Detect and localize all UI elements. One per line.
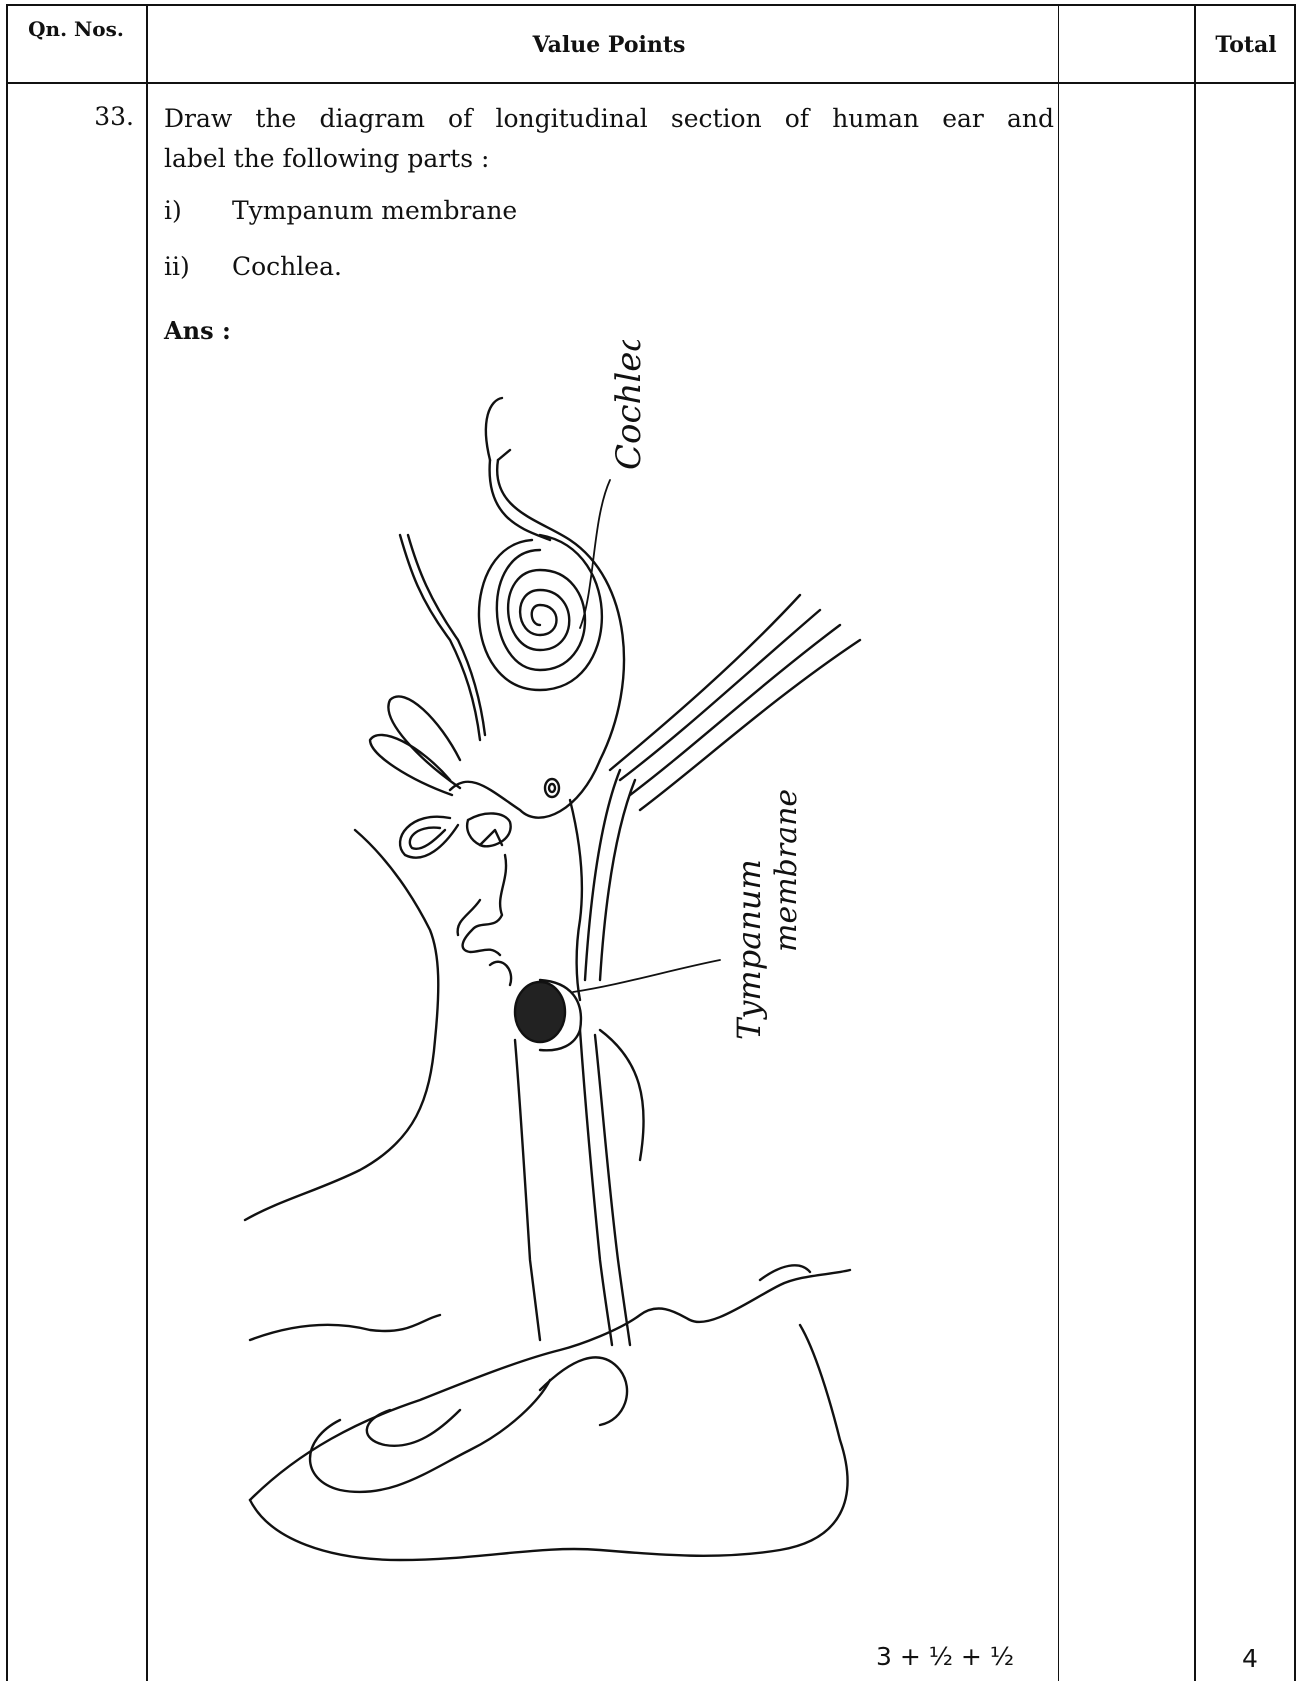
answer-label: Ans : <box>164 316 231 345</box>
total-column-divider <box>1194 4 1196 1681</box>
table-left-border <box>6 4 8 1681</box>
table-right-border <box>1294 4 1296 1681</box>
item-roman: ii) <box>164 252 190 281</box>
marks-breakdown: 3 + ½ + ½ <box>876 1642 1014 1671</box>
header-bottom-border <box>6 82 1296 84</box>
list-item: ii) Cochlea. <box>164 252 864 286</box>
total-marks: 4 <box>1196 1644 1304 1673</box>
qn-column-divider <box>146 4 148 1681</box>
tympanum-label: Tympanum <box>730 859 768 1040</box>
list-item: i) Tympanum membrane <box>164 196 864 230</box>
ear-lobe <box>250 1315 440 1340</box>
ear-diagram: Cochlea Tympanum membrane <box>240 340 960 1590</box>
total-header: Total <box>1196 32 1296 58</box>
cochlea-spiral <box>479 535 602 690</box>
tympanum-pointer <box>573 960 720 992</box>
ear-canal-left <box>515 1040 540 1340</box>
question-number: 33. <box>6 102 134 131</box>
item-label: Cochlea. <box>232 252 342 281</box>
table-top-border <box>6 4 1296 6</box>
cochlea-body <box>450 460 624 818</box>
tympanic-membrane <box>515 982 565 1042</box>
pinna-upper <box>245 830 438 1220</box>
auditory-nerve <box>610 595 800 770</box>
ossicles <box>458 813 511 985</box>
qn-nos-header: Qn. Nos. <box>6 18 146 40</box>
item-roman: i) <box>164 196 182 225</box>
pinna-ridge <box>486 398 502 460</box>
cochlea-label: Cochlea <box>609 340 649 470</box>
value-points-header: Value Points <box>154 32 1064 58</box>
item-label: Tympanum membrane <box>232 196 517 225</box>
question-text-line1: Draw the diagram of longitudinal section… <box>164 99 1054 139</box>
question-text-line2: label the following parts : <box>164 139 1054 179</box>
marks-column-divider <box>1058 4 1059 1681</box>
membrane-label: membrane <box>769 789 804 952</box>
semicircular-canals <box>370 696 460 857</box>
ear-canal-right-inner <box>580 1030 612 1345</box>
